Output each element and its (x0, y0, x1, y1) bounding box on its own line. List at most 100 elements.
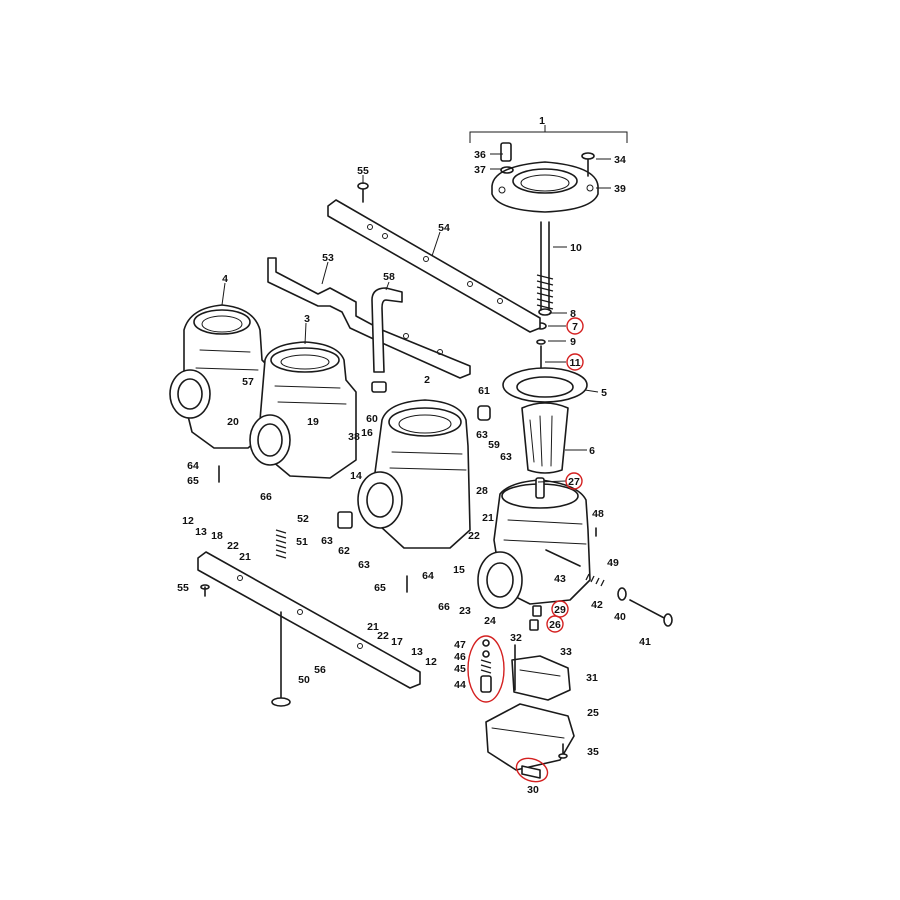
highlight-circle-7 (566, 317, 584, 335)
callout-62: 62 (338, 545, 350, 557)
callout-65-upper: 65 (187, 475, 199, 487)
carburetor-2 (357, 399, 471, 549)
callout-4: 4 (222, 273, 228, 285)
highlight-oval-30 (515, 757, 549, 783)
float-31 (511, 655, 571, 701)
pilot-screw-set (480, 639, 492, 693)
callout-12-lower: 12 (425, 656, 437, 668)
callout-47: 47 (454, 639, 466, 651)
callout-19: 19 (307, 416, 319, 428)
jet-26-29 (529, 605, 542, 631)
callout-8: 8 (570, 308, 576, 320)
callout-21-mid: 21 (482, 512, 494, 524)
callout-30: 30 (527, 784, 539, 796)
callout-31: 31 (586, 672, 598, 684)
callout-63-b: 63 (500, 451, 512, 463)
callout-10: 10 (570, 242, 582, 254)
callout-16: 16 (361, 427, 373, 439)
diaphragm-5 (502, 367, 588, 403)
callout-43: 43 (554, 573, 566, 585)
callout-14: 14 (350, 470, 362, 482)
callout-5: 5 (601, 387, 607, 399)
callout-54: 54 (438, 222, 450, 234)
callout-50: 50 (298, 674, 310, 686)
callout-20: 20 (227, 416, 239, 428)
callout-59: 59 (488, 439, 500, 451)
carburetor-1-body (477, 479, 591, 609)
callout-52: 52 (297, 513, 309, 525)
callout-42: 42 (591, 599, 603, 611)
callout-39: 39 (614, 183, 626, 195)
callout-3: 3 (304, 313, 310, 325)
carburetor-3 (249, 341, 357, 479)
callout-46: 46 (454, 651, 466, 663)
callout-63-a: 63 (476, 429, 488, 441)
clip-61 (477, 405, 491, 421)
callout-38: 38 (348, 431, 360, 443)
callout-63-c: 63 (321, 535, 333, 547)
callout-65-lower: 65 (374, 582, 386, 594)
callout-labels: 1 36 37 34 39 55 54 10 53 58 4 3 8 7 9 1… (177, 115, 651, 796)
callout-45: 45 (454, 663, 466, 675)
fuel-rail-54 (327, 199, 541, 333)
callout-2: 2 (424, 374, 430, 386)
callout-66-lower: 66 (438, 601, 450, 613)
callout-21-lower: 21 (367, 621, 379, 633)
callout-22-left: 22 (227, 540, 239, 552)
callout-53: 53 (322, 252, 334, 264)
hose-58 (371, 287, 403, 373)
vacuum-piston-6 (521, 402, 569, 474)
callout-22-mid: 22 (468, 530, 480, 542)
callout-57: 57 (242, 376, 254, 388)
screw-41 (629, 599, 673, 627)
highlight-oval-44-47 (467, 635, 505, 703)
leader-lines (221, 153, 611, 483)
callout-33: 33 (560, 646, 572, 658)
callout-44: 44 (454, 679, 466, 691)
callout-58: 58 (383, 271, 395, 283)
float-bowl-25 (485, 703, 575, 771)
drain-screw-30 (521, 765, 541, 779)
piston-spring-10 (536, 221, 554, 316)
callout-17: 17 (391, 636, 403, 648)
callout-41: 41 (639, 636, 651, 648)
callout-37: 37 (474, 164, 486, 176)
highlight-circle-26 (546, 615, 564, 633)
washer-40 (617, 587, 627, 601)
assembly-bracket-1 (469, 125, 628, 143)
callout-63-d: 63 (358, 559, 370, 571)
callout-60: 60 (366, 413, 378, 425)
highlight-circle-11 (566, 353, 584, 371)
spring-42 (585, 573, 605, 587)
callout-23: 23 (459, 605, 471, 617)
highlight-circle-27 (565, 472, 583, 490)
callout-64-lower: 64 (422, 570, 434, 582)
callout-6: 6 (589, 445, 595, 457)
callout-48: 48 (592, 508, 604, 520)
callout-40: 40 (614, 611, 626, 623)
carburetor-4 (169, 304, 271, 449)
bolt-55-top (357, 182, 369, 203)
callout-18: 18 (211, 530, 223, 542)
callout-13-left: 13 (195, 526, 207, 538)
highlight-marks (467, 317, 584, 783)
throttle-shaft-43 (545, 549, 581, 567)
callout-61: 61 (478, 385, 490, 397)
callout-55-top: 55 (357, 165, 369, 177)
callout-11: 11 (569, 357, 580, 369)
callout-21-left: 21 (239, 551, 251, 563)
callout-7: 7 (572, 321, 578, 333)
fitting-60 (371, 381, 387, 393)
callout-9: 9 (570, 336, 576, 348)
callout-51: 51 (296, 536, 308, 548)
callout-12-left: 12 (182, 515, 194, 527)
callout-15: 15 (453, 564, 465, 576)
callout-34: 34 (614, 154, 626, 166)
callout-55-bottom: 55 (177, 582, 189, 594)
callout-29: 29 (554, 604, 566, 616)
callout-26: 26 (549, 619, 561, 631)
callout-35: 35 (587, 746, 599, 758)
bolt-55-bottom (200, 584, 210, 597)
needle-jet-27 (535, 477, 545, 499)
